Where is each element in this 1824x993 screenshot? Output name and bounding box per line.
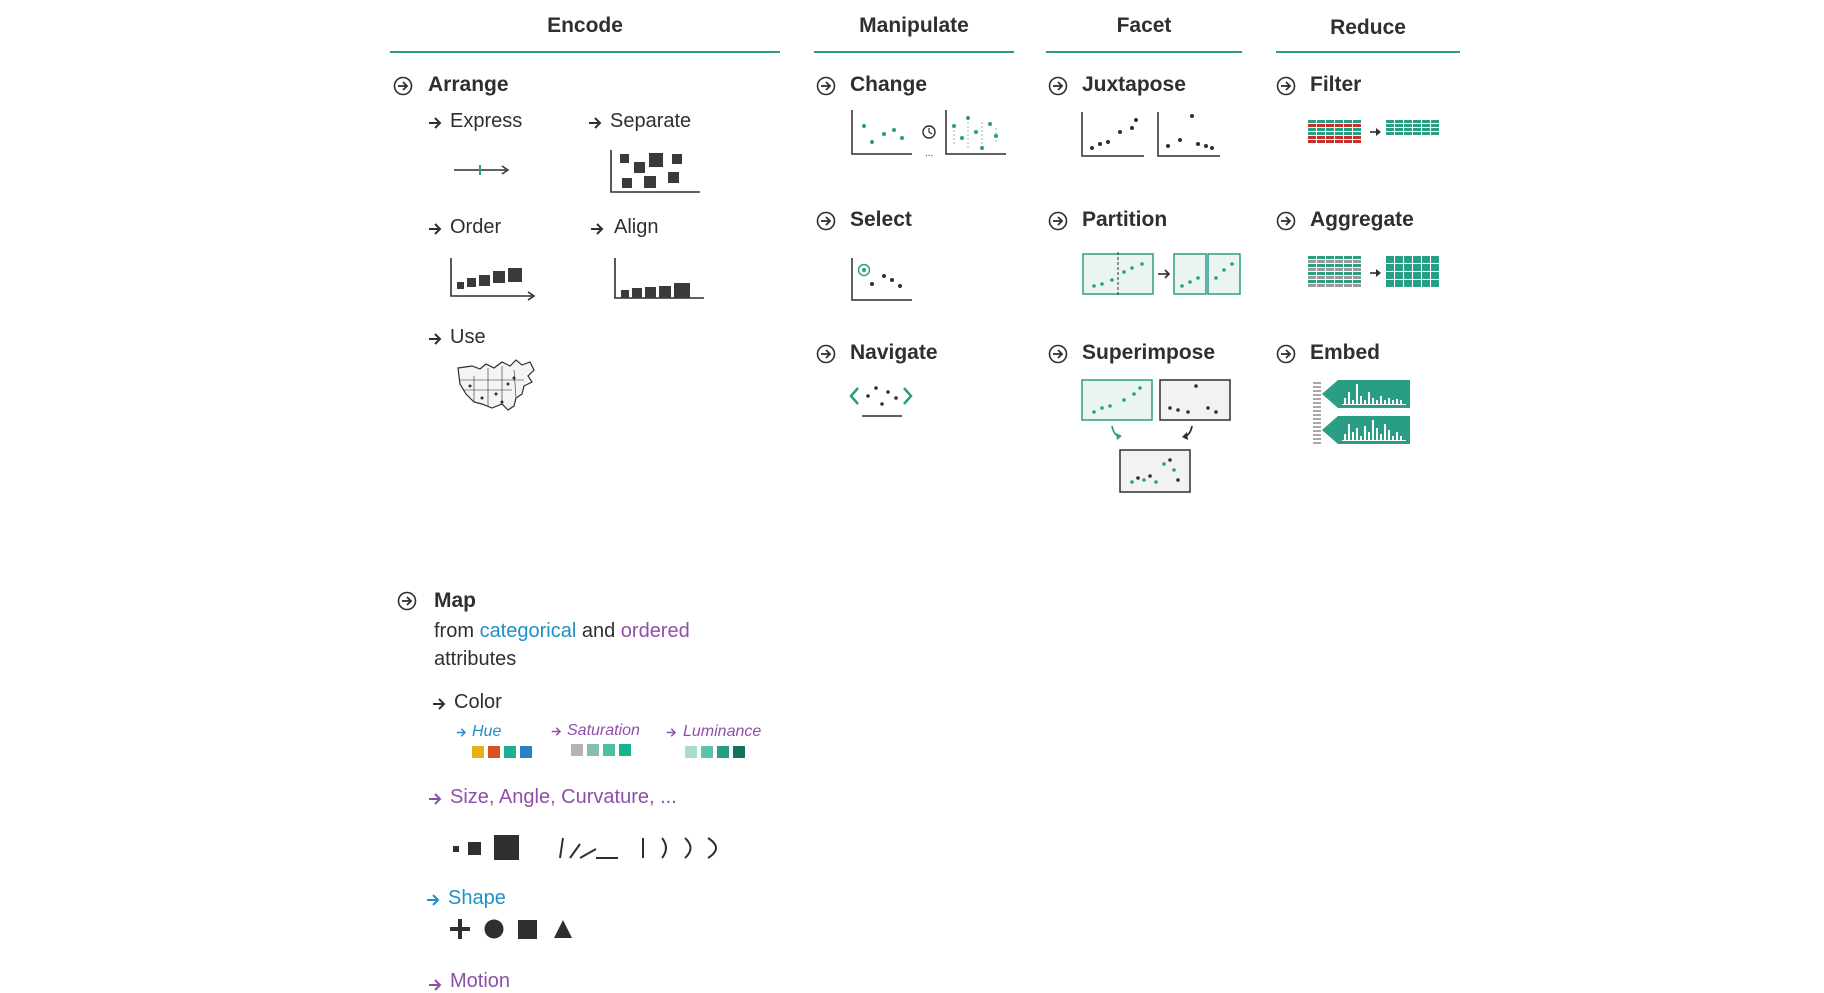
- filter-heading: Filter: [1310, 73, 1362, 96]
- hue-swatch-2: [488, 746, 500, 758]
- map-and: and: [581, 620, 616, 642]
- align-arrow-icon: [590, 222, 606, 236]
- luminance-swatch-3: [717, 746, 729, 758]
- aggregate-result-table: [1386, 256, 1439, 287]
- filter-arrow: [1370, 128, 1381, 136]
- saturation-label: Saturation: [567, 722, 640, 739]
- shape-label: Shape: [448, 887, 506, 909]
- align-label: Align: [614, 216, 659, 238]
- luminance-arrow-icon: [666, 727, 678, 738]
- select-heading: Select: [850, 208, 912, 231]
- separate-label: Separate: [610, 110, 692, 132]
- map-description-line1: from categorical and ordered: [434, 620, 690, 643]
- column-header-facet: Facet: [1116, 14, 1172, 37]
- juxtapose-bullet-icon: [1048, 76, 1068, 96]
- juxtapose-heading: Juxtapose: [1082, 73, 1186, 96]
- embed-gray-stripes: [1313, 382, 1321, 444]
- map-heading: Map: [434, 589, 476, 612]
- size-angle-label: Size, Angle, Curvature, ...: [450, 786, 677, 808]
- aggregate-arrow: [1370, 269, 1381, 277]
- reduce-rule: [1276, 51, 1460, 53]
- aggregate-heading: Aggregate: [1310, 208, 1414, 231]
- embed-glyph: [1313, 380, 1410, 444]
- change-glyph: ...: [851, 110, 1006, 159]
- select-glyph: [851, 258, 912, 301]
- hue-swatch-1: [472, 746, 484, 758]
- aggregate-bullet-icon: [1276, 211, 1296, 231]
- embed-bullet-icon: [1276, 344, 1296, 364]
- order-arrow-icon: [428, 222, 444, 236]
- svg-text:...: ...: [925, 148, 933, 159]
- order-glyph: [450, 258, 536, 301]
- partition-heading: Partition: [1082, 208, 1168, 231]
- size-angle-arrow-icon: [428, 792, 444, 806]
- shape-glyphs: [450, 919, 572, 939]
- saturation-swatch-1: [571, 744, 583, 756]
- color-arrow-icon: [432, 697, 448, 711]
- north-america-map-icon: [457, 359, 535, 411]
- map-description-line2: attributes: [434, 648, 517, 670]
- column-header-encode: Encode: [547, 14, 623, 37]
- map-bullet-icon: [397, 591, 417, 611]
- superimpose-glyph: [1081, 379, 1231, 493]
- facet-rule: [1046, 51, 1242, 53]
- saturation-arrow-icon: [551, 726, 563, 737]
- map-from: from: [434, 620, 474, 642]
- navigate-glyph: [849, 386, 913, 417]
- motion-arrow-icon: [428, 978, 444, 992]
- navigate-bullet-icon: [816, 344, 836, 364]
- column-header-reduce: Reduce: [1330, 16, 1406, 39]
- manipulate-rule: [814, 51, 1014, 53]
- luminance-label: Luminance: [683, 723, 762, 740]
- filter-result-table: [1386, 120, 1439, 135]
- saturation-swatch-2: [587, 744, 599, 756]
- separate-arrow-icon: [588, 116, 604, 130]
- map-categorical: categorical: [479, 620, 577, 642]
- saturation-swatch-3: [603, 744, 615, 756]
- partition-glyph: [1082, 252, 1241, 296]
- order-label: Order: [450, 216, 502, 238]
- filter-source-table: [1308, 120, 1361, 143]
- select-bullet-icon: [816, 211, 836, 231]
- express-glyph: [454, 165, 510, 175]
- separate-glyph: [610, 150, 700, 193]
- navigate-heading: Navigate: [850, 341, 938, 364]
- use-arrow-icon: [428, 332, 444, 346]
- arrange-bullet-icon: [393, 76, 413, 96]
- saturation-swatch-4: [619, 744, 631, 756]
- aggregate-glyph: [1308, 256, 1439, 287]
- use-label: Use: [450, 326, 486, 348]
- column-header-manipulate: Manipulate: [859, 14, 969, 37]
- luminance-swatch-4: [733, 746, 745, 758]
- embed-heading: Embed: [1310, 341, 1381, 364]
- express-label: Express: [450, 110, 523, 132]
- superimpose-heading: Superimpose: [1082, 341, 1216, 364]
- align-glyph: [614, 258, 704, 299]
- change-heading: Change: [850, 73, 928, 96]
- filter-glyph: [1308, 120, 1439, 143]
- partition-bullet-icon: [1048, 211, 1068, 231]
- superimpose-bullet-icon: [1048, 344, 1068, 364]
- shape-arrow-icon: [426, 893, 442, 907]
- hue-swatch-3: [504, 746, 516, 758]
- luminance-swatch-1: [685, 746, 697, 758]
- luminance-swatch-2: [701, 746, 713, 758]
- filter-bullet-icon: [1276, 76, 1296, 96]
- map-ordered: ordered: [620, 620, 690, 642]
- color-label: Color: [454, 691, 502, 713]
- change-bullet-icon: [816, 76, 836, 96]
- size-angle-curvature-glyphs: [453, 835, 717, 860]
- hue-swatch-4: [520, 746, 532, 758]
- encode-rule: [390, 51, 780, 53]
- hue-label: Hue: [472, 723, 502, 740]
- hue-arrow-icon: [456, 727, 468, 738]
- arrange-heading: Arrange: [428, 73, 509, 96]
- aggregate-source-table: [1308, 256, 1361, 287]
- express-arrow-icon: [428, 116, 444, 130]
- juxtapose-glyph: [1081, 112, 1220, 157]
- motion-label: Motion: [450, 970, 511, 992]
